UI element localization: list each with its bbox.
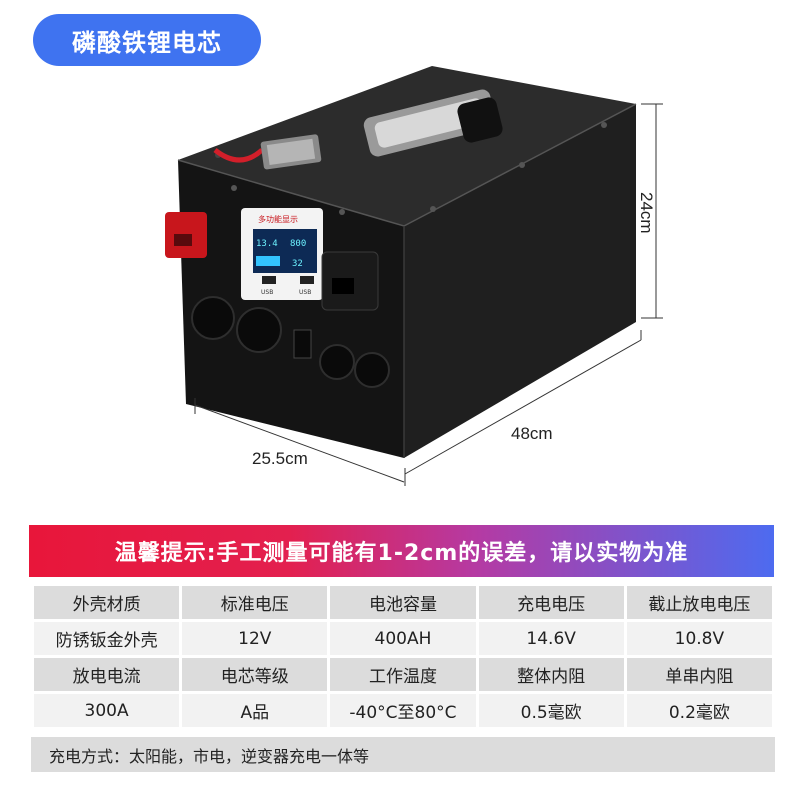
display-panel: 13.4 800 32 多功能显示 USB USB (241, 208, 323, 300)
spec-header-cell: 单串内阻 (626, 658, 772, 691)
spec-header-row-1: 外壳材质 标准电压 电池容量 充电电压 截止放电电压 (34, 586, 772, 619)
spec-value-row-1: 防锈钣金外壳 12V 400AH 14.6V 10.8V (34, 622, 772, 655)
panel-voltage: 13.4 (256, 239, 278, 249)
spec-value-cell: 14.6V (478, 622, 624, 655)
cell-type-badge: 磷酸铁锂电芯 (33, 14, 261, 66)
spec-value-cell: -40°C至80°C (330, 694, 476, 727)
spec-value-cell: 400AH (330, 622, 476, 655)
spec-header-cell: 放电电流 (34, 658, 180, 691)
charging-method-note: 充电方式：太阳能，市电，逆变器充电一体等 (31, 737, 775, 772)
spec-header-cell: 截止放电电压 (626, 586, 772, 619)
dc-socket-box (321, 251, 379, 311)
power-switch (293, 329, 312, 359)
spec-header-cell: 充电电压 (478, 586, 624, 619)
battery-front-face (178, 160, 404, 458)
spec-header-cell: 外壳材质 (34, 586, 180, 619)
spec-header-row-2: 放电电流 电芯等级 工作温度 整体内阻 单串内阻 (34, 658, 772, 691)
spec-value-cell: 0.2毫欧 (626, 694, 772, 727)
usb-left-label: USB (261, 289, 273, 296)
spec-value-cell: A品 (182, 694, 328, 727)
measurement-notice-banner: 温馨提示:手工测量可能有1-2cm的误差，请以实物为准 (29, 525, 774, 577)
positive-terminal (165, 212, 207, 258)
spec-value-cell: 防锈钣金外壳 (34, 622, 180, 655)
panel-title: 多功能显示 (258, 214, 298, 224)
spec-header-cell: 电池容量 (330, 586, 476, 619)
panel-temp: 32 (292, 259, 303, 269)
spec-value-cell: 12V (182, 622, 328, 655)
round-sockets (191, 296, 390, 388)
length-dimension-label: 48cm (511, 424, 553, 443)
carry-handle (363, 89, 503, 157)
battery-side-face (404, 104, 636, 458)
spec-value-cell: 0.5毫欧 (478, 694, 624, 727)
panel-capacity: 800 (290, 239, 306, 249)
usb-right-label: USB (299, 289, 311, 296)
height-dimension-label: 24cm (637, 192, 656, 234)
spec-value-row-2: 300A A品 -40°C至80°C 0.5毫欧 0.2毫欧 (34, 694, 772, 727)
anderson-connector (213, 134, 322, 170)
spec-header-cell: 电芯等级 (182, 658, 328, 691)
spec-table: 外壳材质 标准电压 电池容量 充电电压 截止放电电压 防锈钣金外壳 12V 40… (31, 583, 775, 730)
width-dimension-label: 25.5cm (252, 449, 308, 468)
spec-header-cell: 标准电压 (182, 586, 328, 619)
spec-header-cell: 工作温度 (330, 658, 476, 691)
spec-header-cell: 整体内阻 (478, 658, 624, 691)
dimension-lines (194, 103, 663, 486)
spec-value-cell: 10.8V (626, 622, 772, 655)
battery-box-illustration: 13.4 800 32 多功能显示 USB USB (165, 66, 663, 486)
spec-value-cell: 300A (34, 694, 180, 727)
